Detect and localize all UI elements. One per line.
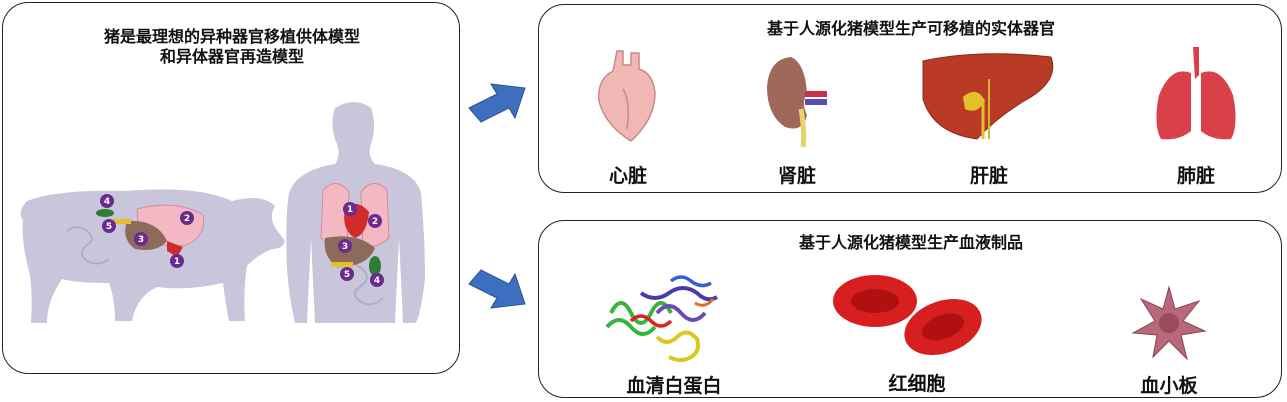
lungs-label: 肺脏 xyxy=(1176,165,1215,187)
liver-label: 肝脏 xyxy=(969,165,1008,187)
kidney-icon xyxy=(767,57,827,148)
svg-text:5: 5 xyxy=(106,222,112,232)
svg-text:1: 1 xyxy=(347,205,353,215)
human-marker-1: 1 xyxy=(343,202,357,216)
left-title-line1: 猪是最理想的异种器官移植供体模型 xyxy=(103,27,360,46)
platelet-icon xyxy=(1131,285,1207,361)
liver-icon xyxy=(922,53,1054,140)
organs-panel: 基于人源化猪模型生产可移植的实体器官 心脏 肾脏 肝脏 肺脏 xyxy=(538,4,1282,193)
red-blood-cells-icon xyxy=(833,275,982,356)
human-marker-4: 4 xyxy=(370,273,384,287)
blood-panel: 基于人源化猪模型生产血液制品 血清白蛋白 红细胞 血小板 xyxy=(538,220,1282,398)
blood-panel-title: 基于人源化猪模型生产血液制品 xyxy=(798,233,1023,252)
organs-panel-title: 基于人源化猪模型生产可移植的实体器官 xyxy=(766,19,1055,38)
left-panel: 猪是最理想的异种器官移植供体模型 和异体器官再造模型 1 2 3 4 5 1 2… xyxy=(2,2,460,374)
svg-text:3: 3 xyxy=(138,235,144,245)
lungs-icon xyxy=(1156,47,1236,140)
human-marker-5: 5 xyxy=(340,267,354,281)
left-title-line2: 和异体器官再造模型 xyxy=(159,47,304,66)
arrow-to-organs-icon xyxy=(468,83,526,123)
svg-text:5: 5 xyxy=(344,270,350,280)
heart-label: 心脏 xyxy=(608,165,647,187)
svg-text:4: 4 xyxy=(104,197,110,207)
svg-text:3: 3 xyxy=(342,242,348,252)
left-panel-title: 猪是最理想的异种器官移植供体模型 和异体器官再造模型 xyxy=(3,27,461,67)
platelet-label: 血小板 xyxy=(1140,375,1198,397)
svg-text:2: 2 xyxy=(372,217,378,227)
pig-marker-1: 1 xyxy=(170,254,184,268)
human-marker-3: 3 xyxy=(338,239,352,253)
pig-illustration: 1 2 3 4 5 xyxy=(20,189,285,323)
human-marker-2: 2 xyxy=(368,214,382,228)
svg-text:2: 2 xyxy=(184,214,190,224)
svg-text:4: 4 xyxy=(374,276,380,286)
arrow-to-blood-icon xyxy=(468,269,526,309)
albumin-protein-icon xyxy=(605,275,719,362)
pig-marker-2: 2 xyxy=(180,211,194,225)
albumin-label: 血清白蛋白 xyxy=(626,375,722,397)
pig-marker-4: 4 xyxy=(100,194,114,208)
human-illustration: 1 2 3 4 5 xyxy=(286,102,425,323)
kidney-label: 肾脏 xyxy=(777,165,816,187)
pig-marker-5: 5 xyxy=(102,219,116,233)
heart-icon xyxy=(598,50,656,142)
rbc-label: 红细胞 xyxy=(888,373,946,395)
pig-marker-3: 3 xyxy=(134,232,148,246)
svg-text:1: 1 xyxy=(174,257,180,267)
